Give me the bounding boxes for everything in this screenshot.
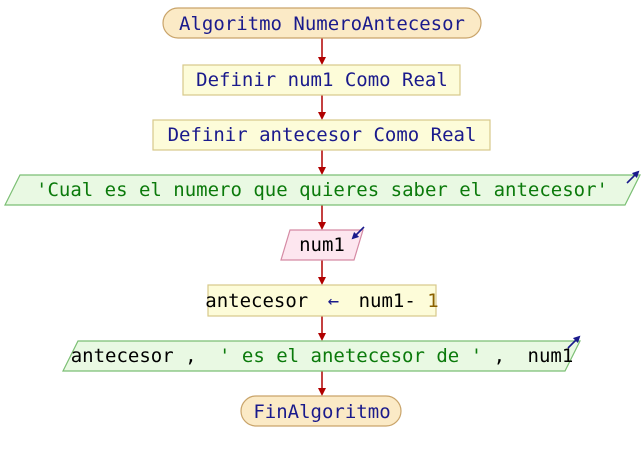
output-result[interactable]: antecesor , ' es el anetecesor de ' , nu…	[62, 335, 581, 372]
output-marker-icon	[626, 170, 640, 184]
input-num1[interactable]: num1	[280, 226, 365, 261]
input-num1-shape	[280, 229, 364, 261]
start-label: Algoritmo NumeroAntecesor	[179, 13, 465, 35]
define-antecesor-label: Definir antecesor Como Real	[168, 124, 477, 146]
output-result-label: antecesor , ' es el anetecesor de ' , nu…	[71, 345, 574, 367]
output-var-antecesor: antecesor	[71, 345, 174, 367]
output-prompt-label: 'Cual es el numero que quieres saber el …	[36, 179, 608, 201]
assignment-label: antecesor ← num1- 1	[205, 290, 438, 312]
start-terminal[interactable]: Algoritmo NumeroAntecesor	[162, 7, 482, 39]
output-prompt-shape	[4, 174, 641, 206]
input-marker-icon	[351, 226, 365, 240]
output-prompt[interactable]: 'Cual es el numero que quieres saber el …	[4, 170, 641, 206]
output-marker-icon	[567, 335, 581, 349]
output-var-num1: num1	[528, 345, 574, 367]
assign-expression: num1-	[359, 290, 416, 312]
end-terminal-shape	[240, 395, 402, 427]
define-antecesor-process[interactable]: Definir antecesor Como Real	[152, 119, 491, 151]
output-result-shape	[62, 340, 581, 372]
assign-target: antecesor	[205, 290, 308, 312]
end-terminal[interactable]: FinAlgoritmo	[240, 395, 402, 427]
define-antecesor-shape	[152, 119, 491, 151]
define-num1-process[interactable]: Definir num1 Como Real	[182, 64, 461, 96]
define-num1-label: Definir num1 Como Real	[196, 69, 448, 91]
end-label: FinAlgoritmo	[253, 401, 390, 423]
start-terminal-shape	[162, 7, 482, 39]
assignment-shape	[207, 284, 437, 317]
define-num1-shape	[182, 64, 461, 96]
assign-number: 1	[427, 290, 438, 312]
output-comma: ,	[494, 345, 505, 367]
output-string: ' es el anetecesor de '	[219, 345, 482, 367]
assign-arrow: ←	[328, 290, 339, 312]
assignment-process[interactable]: antecesor ← num1- 1	[205, 284, 439, 317]
input-num1-label: num1	[299, 234, 345, 256]
output-comma: ,	[185, 345, 196, 367]
